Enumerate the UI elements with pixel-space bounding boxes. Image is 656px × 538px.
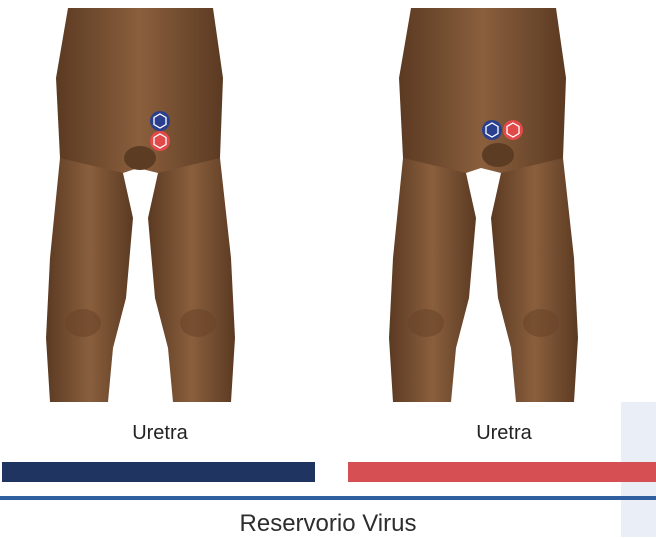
- body-illustration-right: [381, 8, 586, 402]
- page-title: Reservorio Virus: [0, 510, 656, 538]
- hexagon-marker-red: [503, 120, 523, 140]
- body-illustration: [381, 8, 586, 402]
- divider-rule: [0, 496, 656, 500]
- body-illustration: [38, 8, 243, 402]
- caption-left: Uretra: [80, 422, 240, 445]
- color-bar-right: [348, 462, 656, 482]
- caption-right: Uretra: [424, 422, 584, 445]
- hexagon-marker-blue: [482, 120, 502, 140]
- hexagon-marker-blue: [150, 111, 170, 131]
- body-illustration-left: [38, 8, 243, 402]
- hexagon-marker-red: [150, 131, 170, 151]
- color-bar-left: [2, 462, 315, 482]
